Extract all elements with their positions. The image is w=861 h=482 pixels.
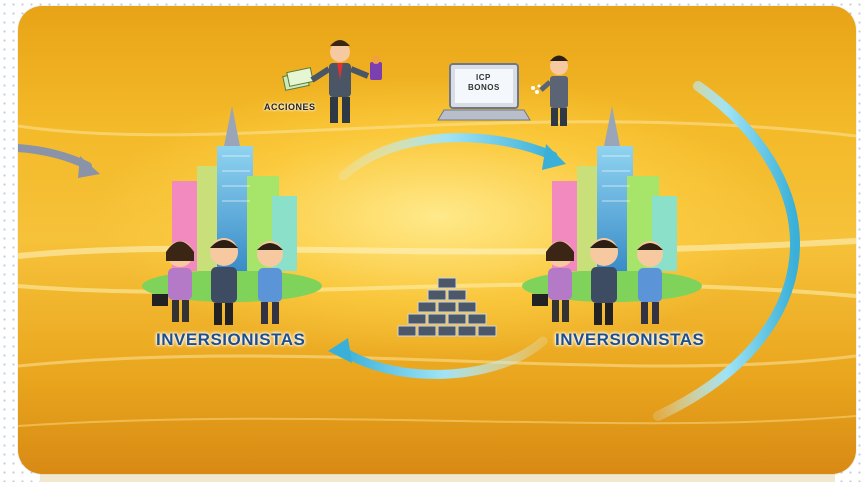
top-flow-arrow <box>338 133 558 181</box>
investors-left-label: INVERSIONISTAS <box>156 330 306 349</box>
woman-investor <box>532 241 574 322</box>
light-streaks <box>18 120 856 427</box>
businessman-bonos <box>531 55 568 126</box>
man-investor-center <box>590 238 618 325</box>
icp-label: ICP <box>476 73 491 82</box>
man-investor-center <box>210 238 238 325</box>
woman-investor <box>152 241 194 322</box>
investors-right-label: INVERSIONISTAS <box>555 330 705 349</box>
man-investor-right <box>257 241 283 324</box>
left-gray-arrow <box>18 144 92 170</box>
video-frame[interactable]: ACCIONES ICP BONOS INVERSIONISTAS INVERS… <box>18 6 856 474</box>
man-investor-right <box>637 241 663 324</box>
laptop-icon <box>437 63 531 121</box>
bottom-flow-arrow <box>338 336 548 379</box>
bonos-label: BONOS <box>468 83 500 92</box>
scene-illustration <box>18 40 856 427</box>
money-stack-icon <box>397 277 497 337</box>
businessman-acciones <box>282 40 382 123</box>
right-investor-group <box>522 106 702 325</box>
left-gray-arrowhead <box>78 156 100 178</box>
big-right-arc <box>653 81 800 421</box>
top-flow-arrowhead <box>542 144 566 170</box>
left-investor-group <box>142 106 322 325</box>
bottom-flow-arrowhead <box>328 338 352 363</box>
acciones-label: ACCIONES <box>264 102 316 112</box>
